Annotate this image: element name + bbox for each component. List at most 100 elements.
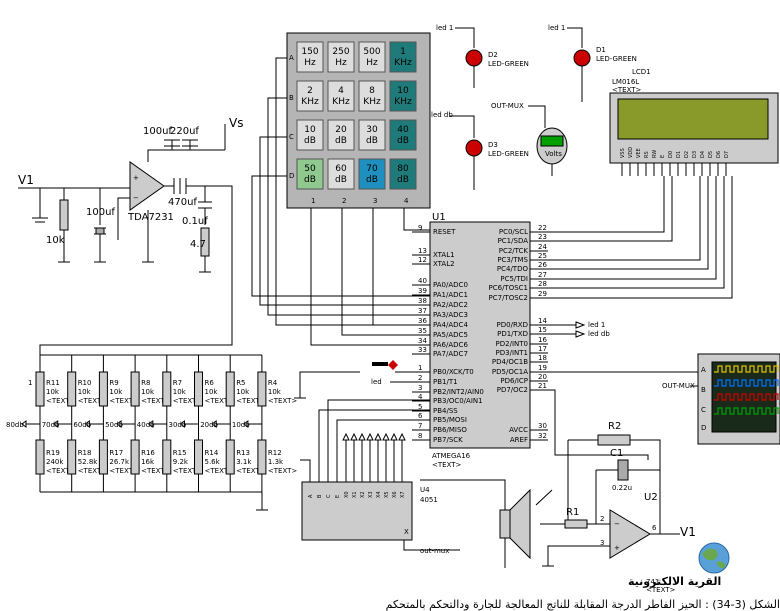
mcu-pin-number: 2 bbox=[418, 374, 422, 382]
mcu-pin-name: PA3/ADC3 bbox=[433, 311, 468, 319]
ladder-resistor-bottom bbox=[162, 439, 172, 475]
ladder-resistor-bottom bbox=[35, 439, 45, 475]
amplifier: V1 10k 100uf + − TDA7231 Vs 100uf 220uf … bbox=[18, 116, 243, 355]
mux-pin-label: X0 bbox=[344, 491, 350, 498]
ladder-top-value: 10k bbox=[78, 388, 92, 396]
mux-pin-label: X7 bbox=[400, 491, 406, 498]
keypad-key-label: 250 bbox=[332, 47, 349, 57]
keypad-row-c: C bbox=[289, 133, 294, 141]
lcd-pin-label: D0 bbox=[668, 151, 674, 158]
mcu-pin-name: PA7/ADC7 bbox=[433, 350, 468, 358]
mux-pin-label: X6 bbox=[392, 491, 398, 498]
watermark-text: القرية الالكترونية bbox=[628, 575, 722, 588]
mcu-pin-name: PA5/ADC5 bbox=[433, 331, 468, 339]
keypad-key-label: 60 bbox=[335, 164, 347, 174]
ladder-top-text: <TEXT> bbox=[109, 397, 139, 405]
ladder-tap-label: 70db bbox=[42, 421, 60, 429]
amp-r1-label: 10k bbox=[46, 235, 65, 246]
keypad-col-3: 3 bbox=[373, 197, 377, 205]
mcu-pin-number: 29 bbox=[538, 290, 547, 298]
mux-pin-label: A bbox=[308, 494, 314, 498]
keypad-key-label: 8 bbox=[369, 86, 375, 96]
keypad-key-label: Hz bbox=[366, 58, 378, 68]
mcu-pin-number: 26 bbox=[538, 261, 547, 269]
keypad-col-2: 2 bbox=[342, 197, 346, 205]
mcu-pin-name: PC4/TDO bbox=[497, 265, 529, 273]
ladder-top-ref: R11 bbox=[46, 379, 60, 387]
svg-text:led db: led db bbox=[431, 111, 453, 119]
ladder-top-text: <TEXT> bbox=[141, 397, 171, 405]
schematic-canvas: 150Hz250Hz500Hz1KHz2KHz4KHz8KHz10KHz10dB… bbox=[6, 24, 780, 594]
svg-text:2: 2 bbox=[600, 515, 604, 523]
mcu-pin-number: 24 bbox=[538, 243, 547, 251]
ladder-top-text: <TEXT> bbox=[46, 397, 76, 405]
svg-text:led: led bbox=[371, 378, 382, 386]
ladder-tap-label: 30db bbox=[169, 421, 187, 429]
ladder-bot-ref: R16 bbox=[141, 449, 155, 457]
ladder-tap-label: 80db bbox=[6, 421, 24, 429]
keypad-key-label: 2 bbox=[307, 86, 313, 96]
ladder-tap-label: 20db bbox=[200, 421, 218, 429]
keypad-key-label: dB bbox=[397, 175, 409, 185]
lcd-pin-label: RS bbox=[644, 151, 650, 158]
svg-text:D3: D3 bbox=[488, 141, 498, 149]
svg-text:+: + bbox=[133, 174, 139, 182]
mcu-pin-name: PD6/ICP bbox=[500, 377, 528, 385]
amp-c5-label: 100uf bbox=[86, 207, 115, 218]
globe-icon bbox=[698, 542, 730, 574]
svg-text:−: − bbox=[614, 520, 620, 528]
mcu-pin-name: PC0/SCL bbox=[499, 228, 528, 236]
ladder-tap-label: 50db bbox=[105, 421, 123, 429]
ladder-bot-text: <TEXT> bbox=[268, 467, 298, 475]
r-10k bbox=[59, 199, 69, 231]
mcu-pin-number: 8 bbox=[418, 432, 422, 440]
ladder-bot-text: <TEXT> bbox=[205, 467, 235, 475]
svg-text:741: 741 bbox=[646, 578, 659, 586]
keypad-keys: 150Hz250Hz500Hz1KHz2KHz4KHz8KHz10KHz10dB… bbox=[296, 41, 417, 190]
mcu-pin-number: 22 bbox=[538, 224, 547, 232]
lcd-pin-label: D3 bbox=[692, 151, 698, 158]
voltmeter: OUT-MUX Volts bbox=[491, 102, 568, 176]
ladder-bot-value: 16k bbox=[141, 458, 155, 466]
scope-trace bbox=[714, 365, 779, 373]
scope-trace bbox=[714, 379, 779, 387]
mux-pin-label: C bbox=[326, 494, 332, 498]
keypad-key-label: KHz bbox=[394, 58, 412, 68]
mux-pin-label: B bbox=[317, 494, 323, 498]
mcu-pin-number: 7 bbox=[418, 422, 422, 430]
keypad-key-label: 150 bbox=[301, 47, 318, 57]
keypad-key-label: KHz bbox=[394, 97, 412, 107]
amp-ic bbox=[129, 161, 165, 211]
svg-text:U4: U4 bbox=[420, 486, 430, 494]
speaker bbox=[420, 479, 556, 568]
svg-text:D1: D1 bbox=[596, 46, 606, 54]
svg-text:+: + bbox=[614, 544, 620, 552]
scope-trace bbox=[714, 393, 779, 401]
scope-trace bbox=[714, 407, 779, 415]
mcu-pin-number: 6 bbox=[418, 412, 423, 420]
mcu-pin-number: 34 bbox=[418, 337, 427, 345]
svg-text:out-mux: out-mux bbox=[420, 547, 449, 555]
mcu-pin-number: 15 bbox=[538, 326, 547, 334]
ladder-bot-ref: R15 bbox=[173, 449, 187, 457]
mcu-pin-name: PC3/TMS bbox=[497, 256, 528, 264]
mcu-pin-name: AVCC bbox=[509, 426, 528, 434]
mcu-pin-name: PB4/SS bbox=[433, 407, 458, 415]
